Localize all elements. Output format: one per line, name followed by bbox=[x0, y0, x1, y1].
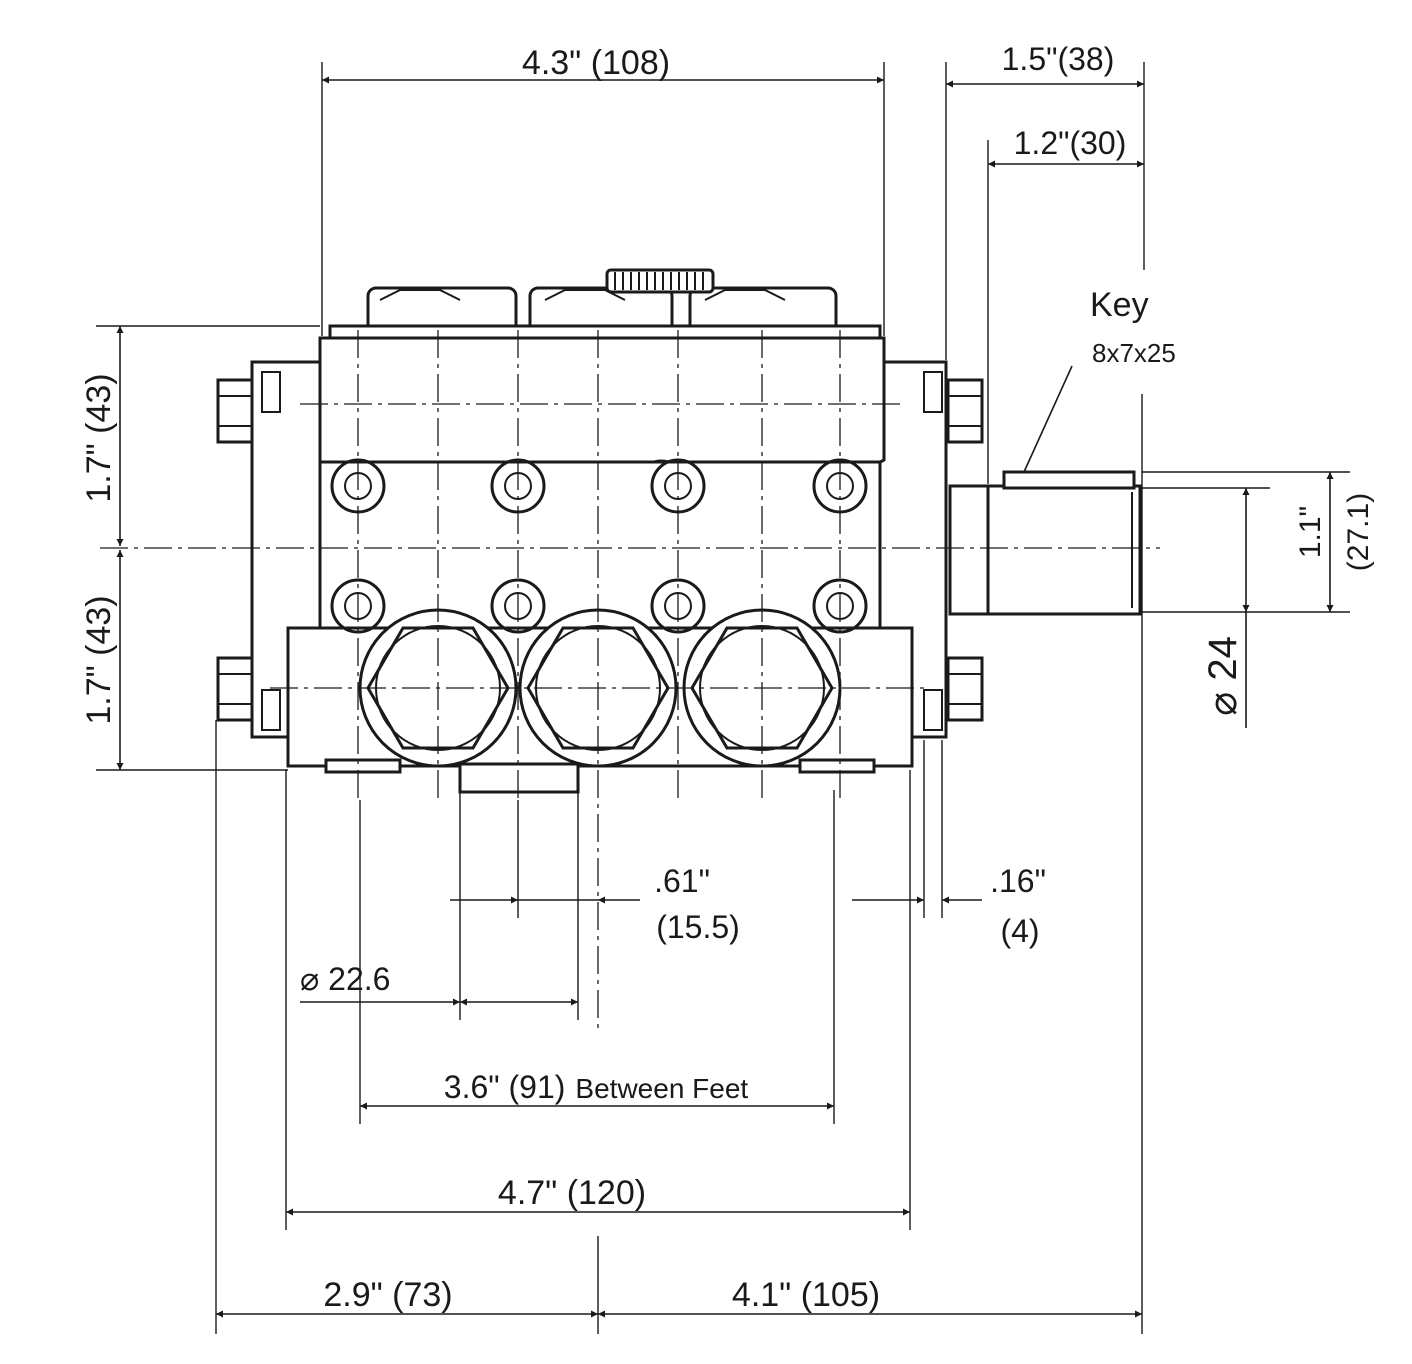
foot-right bbox=[798, 758, 876, 774]
label-key-size: 8x7x25 bbox=[1092, 338, 1176, 368]
dimension-labels: 4.3" (108) 1.5"(38) 1.2"(30) Key 8x7x25 … bbox=[80, 41, 1375, 1314]
side-bolt bbox=[946, 656, 984, 722]
foot-left bbox=[324, 758, 402, 774]
label-lower-height: 1.7" (43) bbox=[80, 595, 118, 724]
label-key-title: Key bbox=[1090, 286, 1149, 324]
side-bolt bbox=[216, 378, 254, 444]
drive-shaft bbox=[986, 484, 1142, 616]
label-left-half: 2.9" (73) bbox=[323, 1276, 452, 1314]
key-leader-line bbox=[1023, 365, 1073, 473]
manifold-lower bbox=[318, 460, 882, 634]
label-shaft-overall: 1.5"(38) bbox=[1002, 41, 1115, 77]
label-between-feet-value: 3.6" (91) bbox=[444, 1069, 566, 1105]
pump-body bbox=[216, 268, 1142, 794]
label-between-feet: 3.6" (91) Between Feet bbox=[444, 1069, 749, 1105]
label-foot-gap-in: .16" bbox=[990, 863, 1046, 899]
label-port-spacing-in: .61" bbox=[654, 863, 710, 899]
side-bolt bbox=[216, 656, 254, 722]
label-shaft-length: 1.2"(30) bbox=[1014, 125, 1127, 161]
shaft-collar bbox=[948, 484, 992, 616]
label-upper-height: 1.7" (43) bbox=[80, 373, 118, 502]
label-port-diameter: ⌀ 22.6 bbox=[300, 961, 390, 997]
dimension-lines bbox=[116, 76, 1334, 1318]
inlet-port-flange bbox=[458, 762, 580, 794]
label-port-spacing-mm: (15.5) bbox=[656, 909, 740, 945]
label-shaft-offset-in: 1.1" bbox=[1294, 506, 1327, 558]
label-top-width: 4.3" (108) bbox=[522, 44, 670, 82]
label-base-width: 4.7" (120) bbox=[498, 1174, 646, 1212]
center-lines bbox=[100, 330, 1160, 1030]
label-shaft-offset-mm: (27.1) bbox=[1342, 493, 1375, 571]
label-between-feet-suffix: Between Feet bbox=[575, 1073, 748, 1104]
label-shaft-diameter: ⌀ 24 bbox=[1201, 636, 1245, 716]
label-foot-gap-mm: (4) bbox=[1000, 913, 1039, 949]
side-bolt bbox=[946, 378, 984, 444]
extension-lines bbox=[96, 62, 1350, 1334]
shaft-key bbox=[1002, 470, 1136, 490]
label-right-half: 4.1" (105) bbox=[732, 1276, 880, 1314]
